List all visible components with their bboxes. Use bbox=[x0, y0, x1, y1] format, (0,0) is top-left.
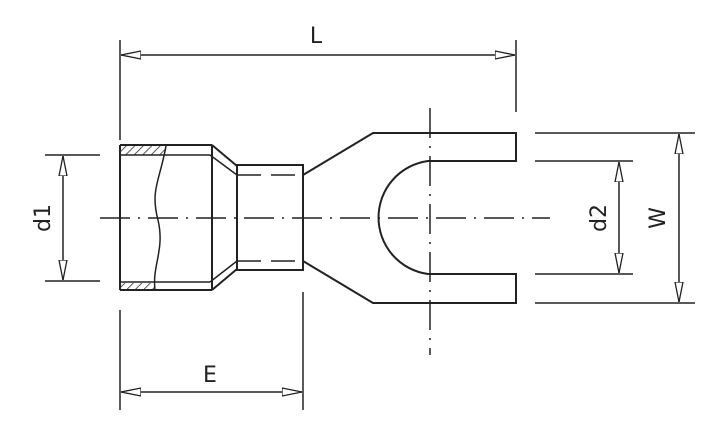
spade-fork bbox=[302, 132, 517, 304]
extension-lines bbox=[45, 40, 695, 410]
label-d2: d2 bbox=[587, 204, 612, 232]
label-W: W bbox=[646, 207, 671, 229]
label-d1: d1 bbox=[31, 204, 56, 232]
insulation-barrel bbox=[119, 144, 238, 291]
crimp-sleeve bbox=[236, 164, 304, 271]
label-L: L bbox=[310, 24, 323, 49]
label-E: E bbox=[203, 363, 217, 388]
